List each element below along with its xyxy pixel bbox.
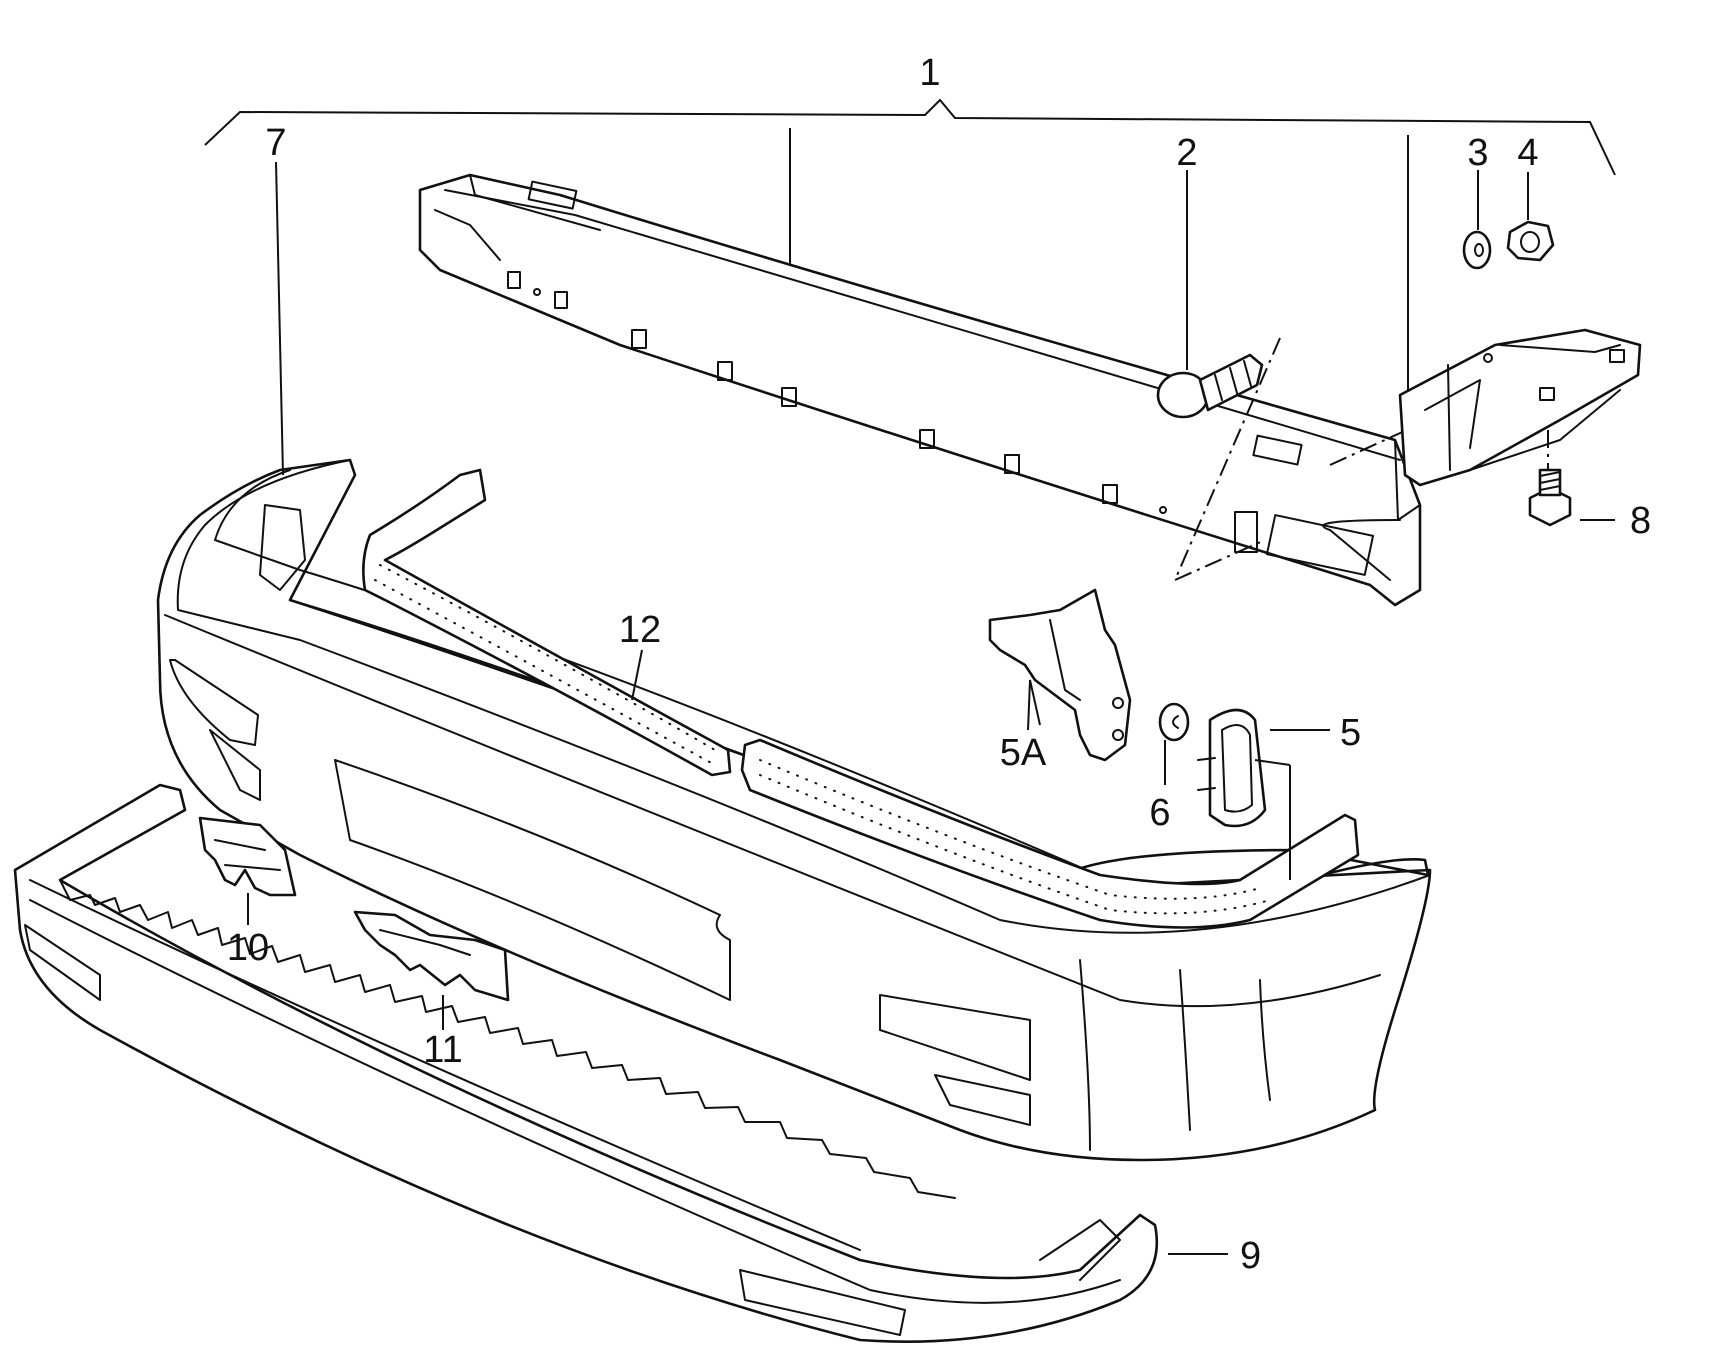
impact-bar	[418, 173, 1422, 607]
spoiler-bracket-center	[353, 910, 510, 1002]
leader-lines	[247, 161, 1615, 1255]
energy-absorber-strip-right	[740, 738, 1360, 929]
washer-6	[1158, 702, 1190, 742]
bumper-cover	[156, 458, 1432, 1162]
callout-7: 7	[265, 122, 286, 164]
callout-9: 9	[1240, 1235, 1261, 1277]
callout-1: 1	[919, 52, 940, 94]
callout-8: 8	[1630, 500, 1651, 542]
callout-labels: 1 2 3 4 7 8 12 5 5A 6 10 11 9	[227, 52, 1651, 1277]
callout-3: 3	[1467, 132, 1488, 174]
callout-11: 11	[423, 1029, 462, 1071]
nut	[1506, 220, 1555, 262]
rivet-clip	[1156, 353, 1264, 419]
energy-absorber-strip-left	[362, 468, 732, 777]
callout-5: 5	[1340, 712, 1361, 754]
washer	[1462, 230, 1492, 270]
callout-12: 12	[619, 609, 661, 651]
side-bracket	[1398, 328, 1642, 487]
bolt	[1528, 468, 1572, 527]
callout-5a: 5A	[1000, 732, 1047, 774]
grommet-5	[1197, 708, 1267, 828]
callout-6: 6	[1149, 792, 1170, 834]
callout-4: 4	[1517, 132, 1538, 174]
callout-10: 10	[227, 927, 269, 969]
spoiler-bracket-left	[198, 816, 297, 897]
lower-spoiler	[13, 783, 1159, 1343]
callout-2: 2	[1176, 132, 1197, 174]
guide-bracket-5a	[988, 588, 1132, 762]
